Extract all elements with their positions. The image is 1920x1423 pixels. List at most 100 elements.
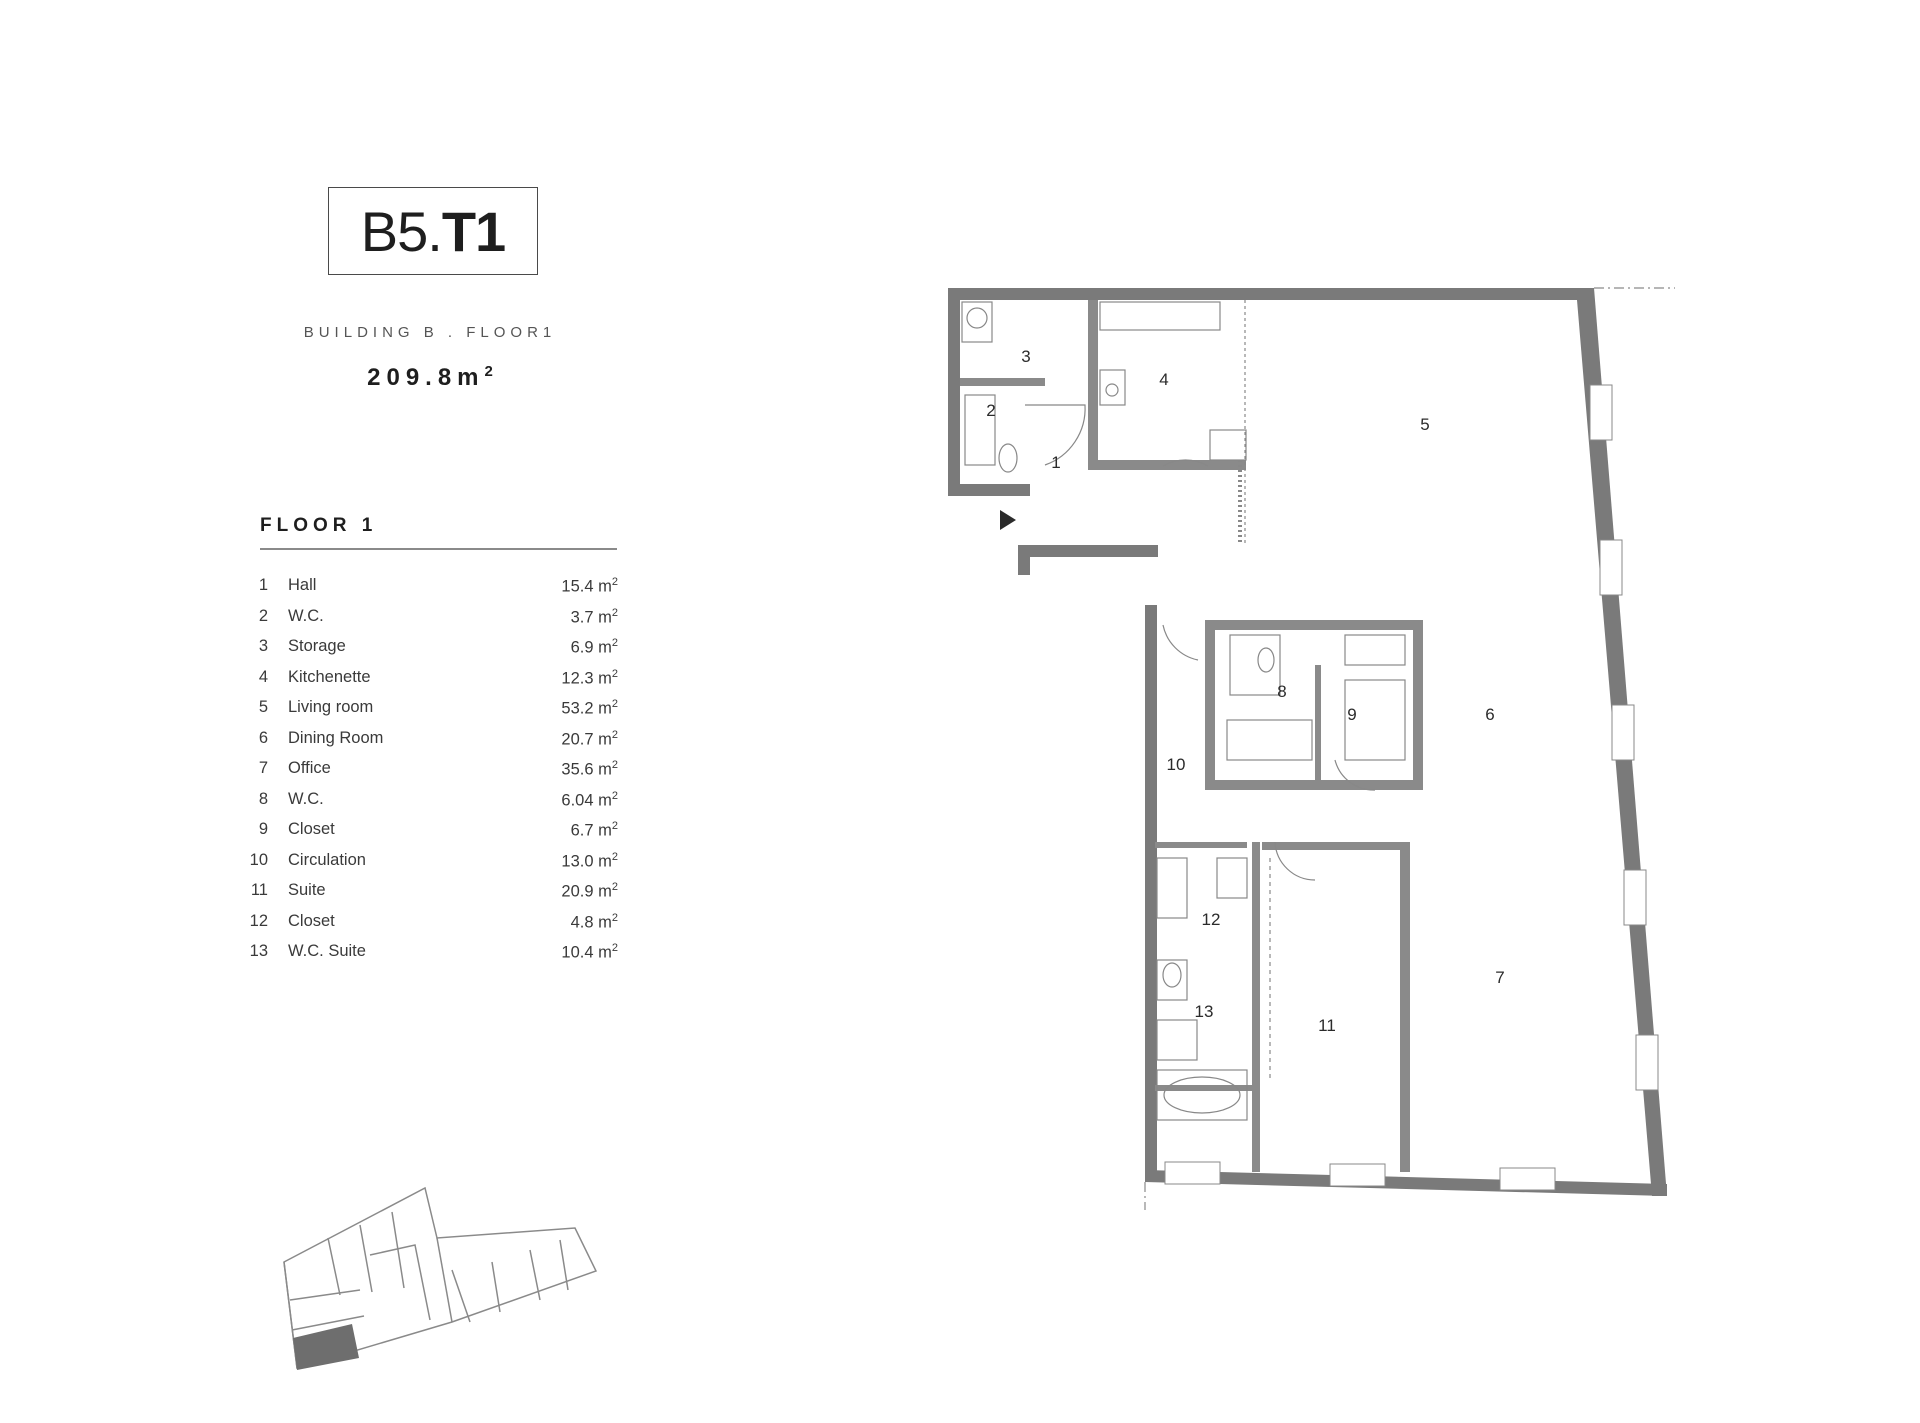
room-area-value: 6.9 m [570, 638, 612, 657]
room-name: W.C. [288, 606, 324, 625]
room-number: 6 [258, 728, 268, 747]
room-area-value: 35.6 m [561, 760, 612, 779]
room-number: 1 [258, 576, 268, 594]
room-name: Dining Room [288, 728, 384, 747]
room-name: Hall [288, 576, 317, 594]
building-floor-subtitle: BUILDING B . FLOOR1 [303, 324, 557, 341]
unit-location-highlight [293, 1324, 359, 1370]
room-area: 35.6 m2 [561, 759, 618, 780]
plan-label-room: 7 [1495, 968, 1504, 987]
area-unit-sup: 2 [611, 759, 618, 771]
room-area: 15.4 m2 [561, 576, 618, 597]
area-unit-sup: 2 [611, 728, 618, 741]
room-number: 2 [258, 606, 268, 625]
exterior-walls [948, 288, 1667, 1196]
plan-label-room: 2 [986, 401, 995, 420]
room-row: 11 Suite 20.9 m2 [240, 881, 620, 912]
plan-label-room: 11 [1318, 1016, 1336, 1035]
unit-code: T1 [441, 199, 506, 263]
room-name: Living room [288, 698, 374, 716]
plan-label-room: 10 [1167, 755, 1186, 774]
room-row: 8 W.C. 6.04 m2 [240, 790, 620, 821]
area-unit-sup: 2 [611, 698, 618, 710]
plan-label-room: 4 [1159, 370, 1168, 389]
room-area: 6.9 m2 [571, 637, 618, 658]
plan-label-room: 12 [1202, 910, 1221, 929]
room-name: Storage [288, 637, 346, 655]
room-area: 3.7 m2 [571, 607, 618, 628]
room-area-value: 53.2 m [561, 699, 612, 718]
room-row: 7 Office 35.6 m2 [240, 759, 620, 790]
plan-label-room: 6 [1485, 705, 1494, 724]
room-area: 4.8 m2 [571, 912, 618, 933]
room-area: 53.2 m2 [561, 698, 618, 719]
plan-label-room: 3 [1021, 347, 1030, 366]
room-number: 13 [249, 942, 268, 960]
room-row: 5 Living room 53.2 m2 [240, 698, 620, 729]
room-area: 20.7 m2 [561, 729, 618, 750]
plan-label-room: 8 [1277, 682, 1286, 701]
room-row: 3 Storage 6.9 m2 [240, 637, 620, 668]
room-area-value: 12.3 m [561, 669, 612, 687]
entrance-arrow-icon [1000, 510, 1016, 530]
total-area-unit-sup: 2 [484, 363, 493, 380]
room-area-value: 3.7 m [570, 608, 612, 626]
room-number: 7 [258, 759, 268, 777]
room-area-value: 4.8 m [570, 913, 612, 931]
room-area-value: 20.7 m [561, 730, 612, 748]
plan-label-room: 1 [1051, 453, 1060, 472]
room-row: 10 Circulation 13.0 m2 [240, 851, 620, 882]
room-name: Circulation [288, 850, 366, 869]
room-area: 20.9 m2 [561, 881, 618, 902]
room-area-value: 10.4 m [561, 943, 612, 962]
room-number: 12 [249, 911, 268, 930]
room-number: 5 [258, 698, 268, 716]
room-name: Office [288, 759, 331, 777]
area-unit-sup: 2 [611, 850, 618, 863]
room-area-value: 6.7 m [570, 821, 612, 840]
fixtures-linework [961, 300, 1406, 1121]
room-name: Closet [288, 820, 335, 838]
total-area: 209.8m2 [280, 363, 580, 392]
unit-prefix: B5. [360, 199, 443, 263]
area-unit-sup: 2 [611, 911, 618, 924]
area-unit-sup: 2 [611, 667, 618, 680]
room-number: 11 [250, 881, 268, 899]
area-unit-sup: 2 [611, 606, 618, 619]
floor-heading-divider [260, 548, 617, 550]
total-area-value: 209.8m [367, 364, 485, 391]
room-number: 8 [258, 789, 268, 808]
room-area-value: 20.9 m [561, 882, 612, 901]
room-area-value: 13.0 m [561, 852, 612, 870]
apartment-floor-plan [948, 287, 1675, 1210]
room-number: 9 [258, 820, 268, 838]
room-area: 12.3 m2 [561, 668, 618, 689]
room-number: 4 [258, 667, 268, 686]
south-windows [1164, 1161, 1556, 1191]
room-area-value: 15.4 m [561, 577, 612, 596]
area-unit-sup: 2 [611, 576, 618, 588]
room-number: 10 [249, 850, 268, 869]
room-row: 12 Closet 4.8 m2 [240, 912, 620, 943]
room-area: 6.04 m2 [561, 790, 618, 811]
room-labels: 1 2 3 4 5 6 7 8 9 10 11 12 13 [986, 347, 1504, 1035]
room-name: Closet [288, 911, 335, 930]
room-number: 3 [258, 637, 268, 655]
plan-label-room: 9 [1347, 705, 1356, 724]
area-unit-sup: 2 [611, 637, 618, 649]
room-name: W.C. [288, 789, 324, 808]
east-windows [1589, 384, 1659, 1091]
area-unit-sup: 2 [611, 789, 618, 802]
interior-walls [960, 300, 1423, 1172]
plan-label-room: 5 [1420, 415, 1429, 434]
area-unit-sup: 2 [611, 881, 618, 893]
room-name: Suite [288, 881, 326, 899]
plan-label-room: 13 [1195, 1002, 1214, 1021]
room-name: Kitchenette [288, 667, 371, 686]
floor-heading: FLOOR 1 [260, 515, 378, 536]
